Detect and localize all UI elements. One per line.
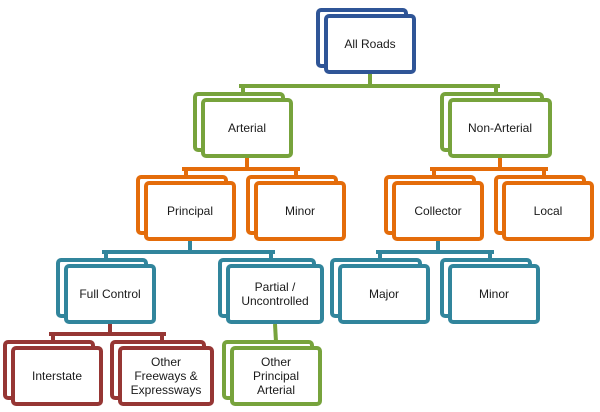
node-arterial: Arterial: [193, 92, 293, 158]
node-non-arterial: Non-Arterial: [440, 92, 552, 158]
node-label: Arterial: [227, 121, 266, 135]
node-principal: Principal: [136, 175, 236, 241]
node-local: Local: [494, 175, 594, 241]
node-other-freeways: Other Freeways & Expressways: [110, 340, 214, 406]
node-label: Major: [368, 287, 399, 301]
node-label: Local: [533, 204, 563, 218]
node-label: Minor: [284, 204, 315, 218]
node-label: Other Freeways & Expressways: [130, 355, 202, 397]
node-label: Interstate: [31, 369, 83, 383]
node-label: Partial / Uncontrolled: [241, 280, 309, 308]
node-full-control: Full Control: [56, 258, 156, 324]
connector-line: [273, 323, 278, 343]
node-interstate: Interstate: [3, 340, 103, 406]
node-all-roads: All Roads: [316, 8, 416, 74]
node-label: Minor: [478, 287, 509, 301]
node-label: All Roads: [344, 37, 396, 51]
node-partial-uncontrolled: Partial / Uncontrolled: [218, 258, 324, 324]
node-label: Non-Arterial: [467, 121, 533, 135]
node-label: Collector: [414, 204, 462, 218]
node-label: Principal: [166, 204, 214, 218]
node-label: Other Principal Arterial: [252, 355, 300, 397]
node-collector: Collector: [384, 175, 484, 241]
node-minor-arterial: Minor: [246, 175, 346, 241]
node-other-principal-arterial: Other Principal Arterial: [222, 340, 322, 406]
node-minor-collector: Minor: [440, 258, 540, 324]
node-label: Full Control: [79, 287, 141, 301]
node-major-collector: Major: [330, 258, 430, 324]
